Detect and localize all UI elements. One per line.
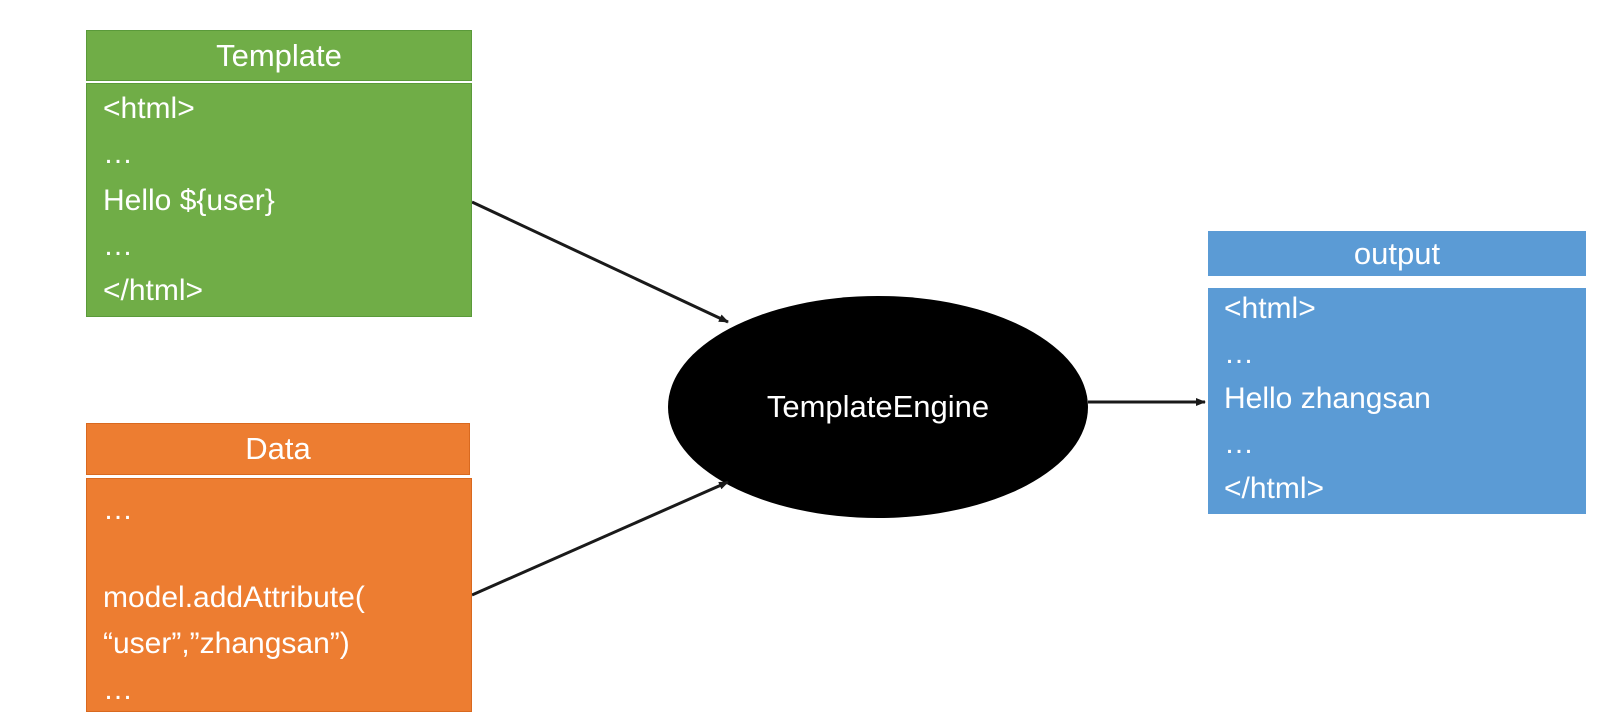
output-title: output: [1353, 235, 1441, 271]
template-line-1: <html>: [103, 92, 195, 125]
arrow-data-to-engine: [471, 480, 729, 597]
output-line-5: </html>: [1224, 472, 1325, 505]
arrow-template-to-engine: [471, 200, 729, 324]
output-line-3: Hello zhangsan: [1224, 382, 1431, 415]
template-title: Template: [216, 37, 342, 73]
template-box-header: Template: [86, 30, 472, 81]
template-line-5: </html>: [103, 274, 204, 307]
data-box-body: … model.addAttribute( “user”,”zhangsan”)…: [86, 478, 472, 712]
output-line-1: <html>: [1224, 292, 1316, 325]
data-box-header: Data: [86, 423, 470, 475]
output-box-body: <html> … Hello zhangsan … </html>: [1208, 288, 1586, 514]
data-title: Data: [245, 431, 311, 466]
data-line-4: …: [103, 673, 133, 706]
template-line-3: Hello ${user}: [103, 184, 275, 217]
template-line-4: …: [103, 229, 133, 262]
template-engine-ellipse: [668, 296, 1088, 518]
output-line-2: …: [1224, 337, 1254, 370]
data-line-1: …: [103, 493, 133, 526]
template-box-body: <html> … Hello ${user} … </html>: [86, 83, 472, 317]
template-line-2: …: [103, 137, 133, 170]
output-line-4: …: [1224, 427, 1254, 460]
data-line-2: model.addAttribute(: [103, 581, 365, 614]
output-box-header: output: [1208, 231, 1586, 276]
data-line-3: “user”,”zhangsan”): [103, 627, 350, 660]
